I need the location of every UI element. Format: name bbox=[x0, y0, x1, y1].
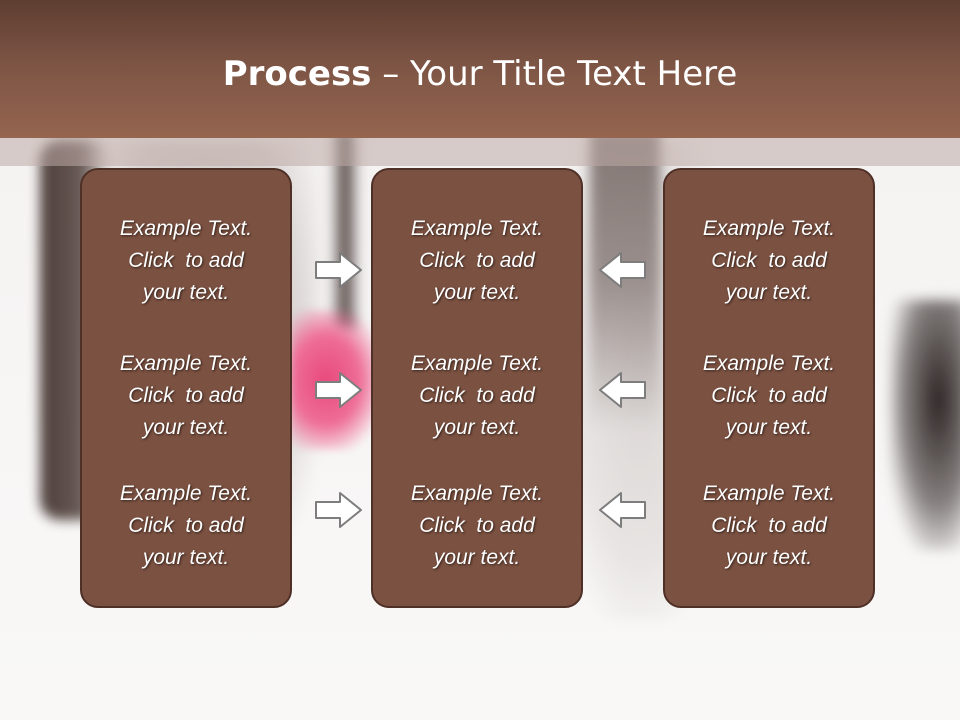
text-block[interactable]: Example Text. Click to add your text. bbox=[373, 348, 581, 444]
text-line: your text. bbox=[142, 546, 230, 569]
text-line: your text. bbox=[433, 546, 521, 569]
text-line: Example Text. bbox=[410, 352, 544, 375]
text-line: your text. bbox=[142, 416, 230, 439]
text-block[interactable]: Example Text. Click to add your text. bbox=[373, 478, 581, 574]
text-line: your text. bbox=[433, 416, 521, 439]
text-line: Example Text. bbox=[119, 352, 253, 375]
left-arrow-icon bbox=[597, 250, 647, 290]
text-line: Click to add bbox=[711, 384, 827, 407]
left-arrow-icon bbox=[597, 370, 647, 410]
right-arrow-icon bbox=[314, 250, 364, 290]
text-line: your text. bbox=[725, 546, 813, 569]
background-brush-image bbox=[890, 300, 960, 550]
text-line: Example Text. bbox=[119, 482, 253, 505]
text-line: your text. bbox=[433, 281, 521, 304]
process-box-right[interactable]: Example Text. Click to add your text. Ex… bbox=[663, 168, 875, 608]
text-block[interactable]: Example Text. Click to add your text. bbox=[665, 213, 873, 309]
right-arrow-icon bbox=[314, 370, 364, 410]
background-brush-image bbox=[290, 310, 380, 450]
slide-title-rest: – Your Title Text Here bbox=[371, 54, 738, 94]
text-line: Example Text. bbox=[702, 482, 836, 505]
process-box-center[interactable]: Example Text. Click to add your text. Ex… bbox=[371, 168, 583, 608]
text-block[interactable]: Example Text. Click to add your text. bbox=[82, 213, 290, 309]
title-bar bbox=[0, 0, 960, 138]
text-block[interactable]: Example Text. Click to add your text. bbox=[665, 478, 873, 574]
text-line: your text. bbox=[725, 416, 813, 439]
text-line: Example Text. bbox=[410, 217, 544, 240]
right-arrow-icon bbox=[314, 490, 364, 530]
text-block[interactable]: Example Text. Click to add your text. bbox=[665, 348, 873, 444]
text-block[interactable]: Example Text. Click to add your text. bbox=[373, 213, 581, 309]
text-line: Click to add bbox=[128, 514, 244, 537]
background-brush-image bbox=[590, 130, 660, 430]
text-block[interactable]: Example Text. Click to add your text. bbox=[82, 348, 290, 444]
process-box-left[interactable]: Example Text. Click to add your text. Ex… bbox=[80, 168, 292, 608]
text-line: Click to add bbox=[711, 249, 827, 272]
text-line: Click to add bbox=[128, 249, 244, 272]
slide-title-bold: Process bbox=[222, 54, 372, 94]
text-line: Example Text. bbox=[119, 217, 253, 240]
text-line: your text. bbox=[142, 281, 230, 304]
text-line: Example Text. bbox=[702, 217, 836, 240]
text-line: Click to add bbox=[711, 514, 827, 537]
text-line: Click to add bbox=[128, 384, 244, 407]
slide-title[interactable]: Process – Your Title Text Here bbox=[0, 52, 960, 96]
text-line: your text. bbox=[725, 281, 813, 304]
text-block[interactable]: Example Text. Click to add your text. bbox=[82, 478, 290, 574]
text-line: Example Text. bbox=[410, 482, 544, 505]
text-line: Click to add bbox=[419, 249, 535, 272]
title-bar-strip bbox=[0, 138, 960, 166]
text-line: Example Text. bbox=[702, 352, 836, 375]
text-line: Click to add bbox=[419, 514, 535, 537]
left-arrow-icon bbox=[597, 490, 647, 530]
text-line: Click to add bbox=[419, 384, 535, 407]
